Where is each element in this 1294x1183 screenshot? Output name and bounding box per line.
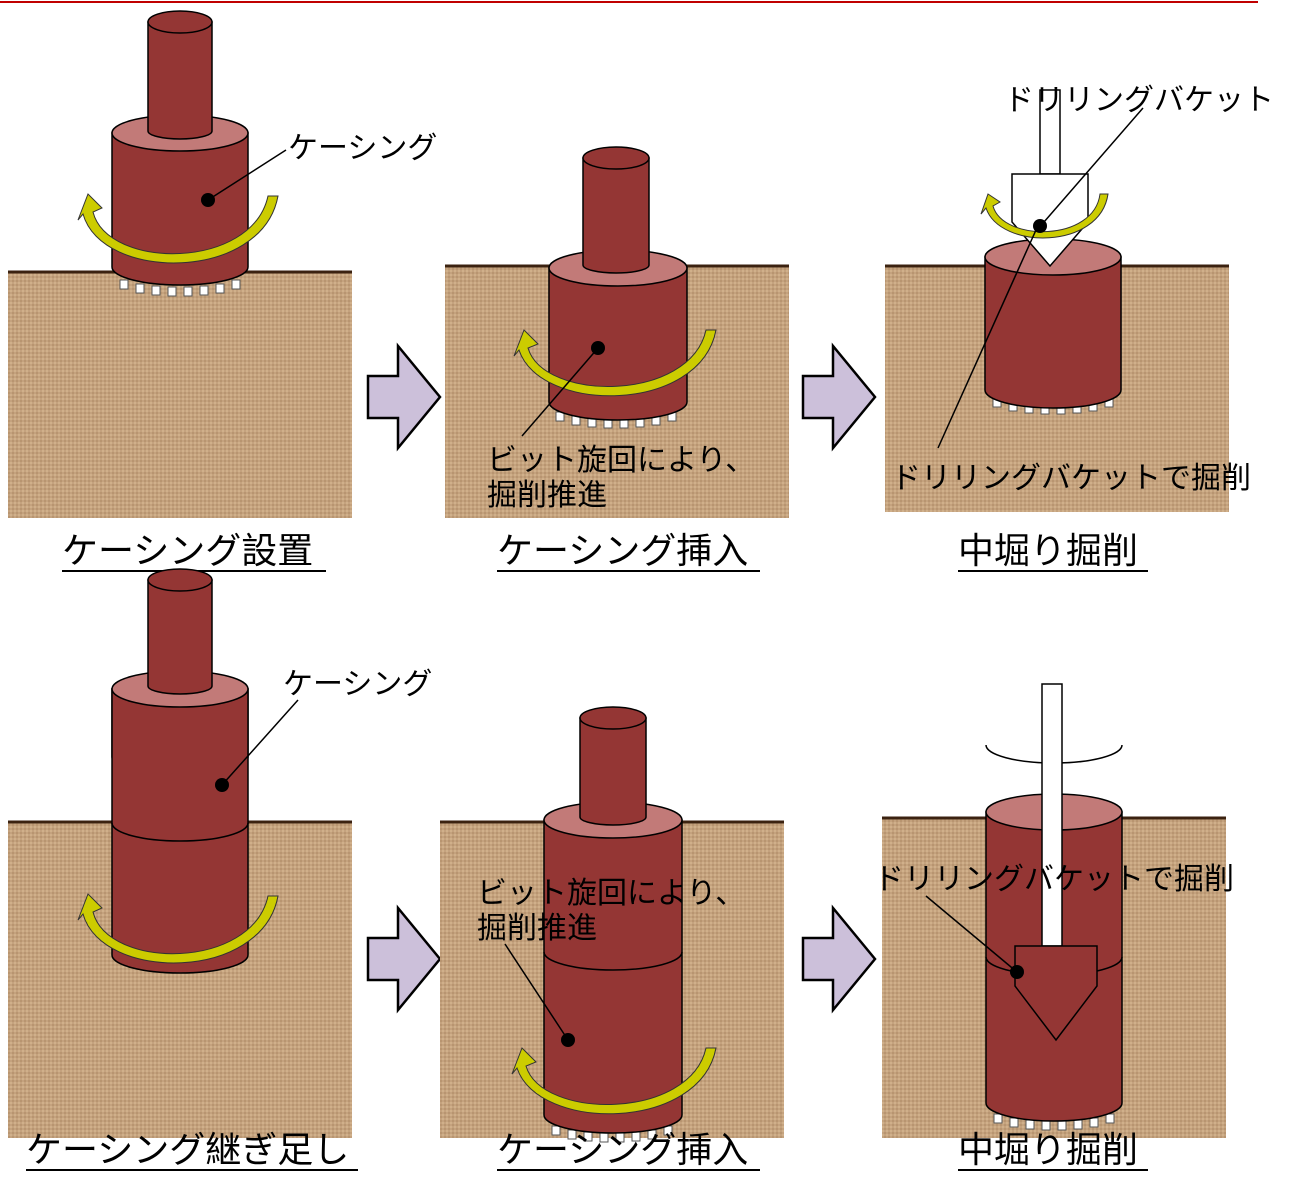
panel-casing-insert: ビット旋回により、 掘削推進 ケーシング挿入 bbox=[445, 146, 789, 572]
label-bucket-excavation: ドリリングバケットで掘削 bbox=[891, 461, 1251, 496]
label-bucket-excavation: ドリリングバケットで掘削 bbox=[874, 862, 1234, 897]
caption-inner-excavation: 中堀り掘削 bbox=[958, 531, 1138, 572]
kelly-bar bbox=[582, 157, 650, 274]
rotation-arrow bbox=[77, 893, 279, 964]
rotation-arrow bbox=[511, 1047, 717, 1115]
casing-extension bbox=[111, 688, 249, 842]
panel-inner-excavation: ドリリングバケット ドリリングバケットで掘削 中堀り掘削 bbox=[885, 83, 1274, 572]
kelly-bar bbox=[147, 21, 213, 140]
panel-inner-excavation-2: ドリリングバケットで掘削 中堀り掘削 bbox=[874, 683, 1234, 1171]
bit-teeth bbox=[551, 1125, 673, 1143]
label-bit-rotation: ビット旋回により、 bbox=[477, 876, 745, 911]
caption-casing-setup: ケーシング設置 bbox=[62, 531, 313, 572]
casing-lower bbox=[111, 823, 249, 974]
panel-casing-setup: ケーシング ケーシング設置 bbox=[8, 10, 437, 572]
kelly-bar bbox=[579, 717, 647, 826]
casing bbox=[548, 267, 688, 421]
casing bbox=[543, 819, 683, 1134]
panel-casing-extension: ケーシング ケーシング継ぎ足し bbox=[8, 568, 432, 1171]
panel-casing-insert-2: ビット旋回により、 掘削推進 ケーシング挿入 bbox=[440, 706, 784, 1171]
label-drilling-bucket: ドリリングバケット bbox=[1004, 83, 1274, 118]
rotation-arrow bbox=[513, 329, 717, 397]
casing-joint bbox=[543, 951, 683, 971]
label-excavation-advance: 掘削推進 bbox=[477, 911, 597, 946]
rotation-arrow bbox=[980, 193, 1109, 239]
caption-casing-insert: ケーシング挿入 bbox=[497, 1130, 748, 1171]
rotation-arrow bbox=[77, 193, 279, 264]
step-arrow bbox=[801, 342, 877, 452]
casing bbox=[111, 132, 249, 286]
bit-teeth bbox=[119, 279, 241, 297]
drilling-bucket bbox=[1011, 173, 1089, 268]
casing bbox=[984, 256, 1122, 409]
caption-casing-insert: ケーシング挿入 bbox=[497, 531, 748, 572]
step-arrow bbox=[366, 904, 442, 1014]
kelly-bar bbox=[147, 579, 213, 695]
label-casing: ケーシング bbox=[283, 667, 432, 702]
label-bit-rotation: ビット旋回により、 bbox=[487, 443, 755, 478]
caption-inner-excavation: 中堀り掘削 bbox=[958, 1130, 1138, 1171]
bit-teeth bbox=[993, 1113, 1115, 1131]
kelly-rod bbox=[1041, 683, 1063, 947]
label-excavation-advance: 掘削推進 bbox=[487, 478, 607, 513]
ground bbox=[8, 272, 352, 518]
step-arrow bbox=[801, 904, 877, 1014]
step-arrow bbox=[366, 342, 442, 452]
caption-casing-extension: ケーシング継ぎ足し bbox=[26, 1130, 349, 1171]
drilling-bucket bbox=[1014, 945, 1098, 1042]
label-casing: ケーシング bbox=[288, 131, 437, 166]
